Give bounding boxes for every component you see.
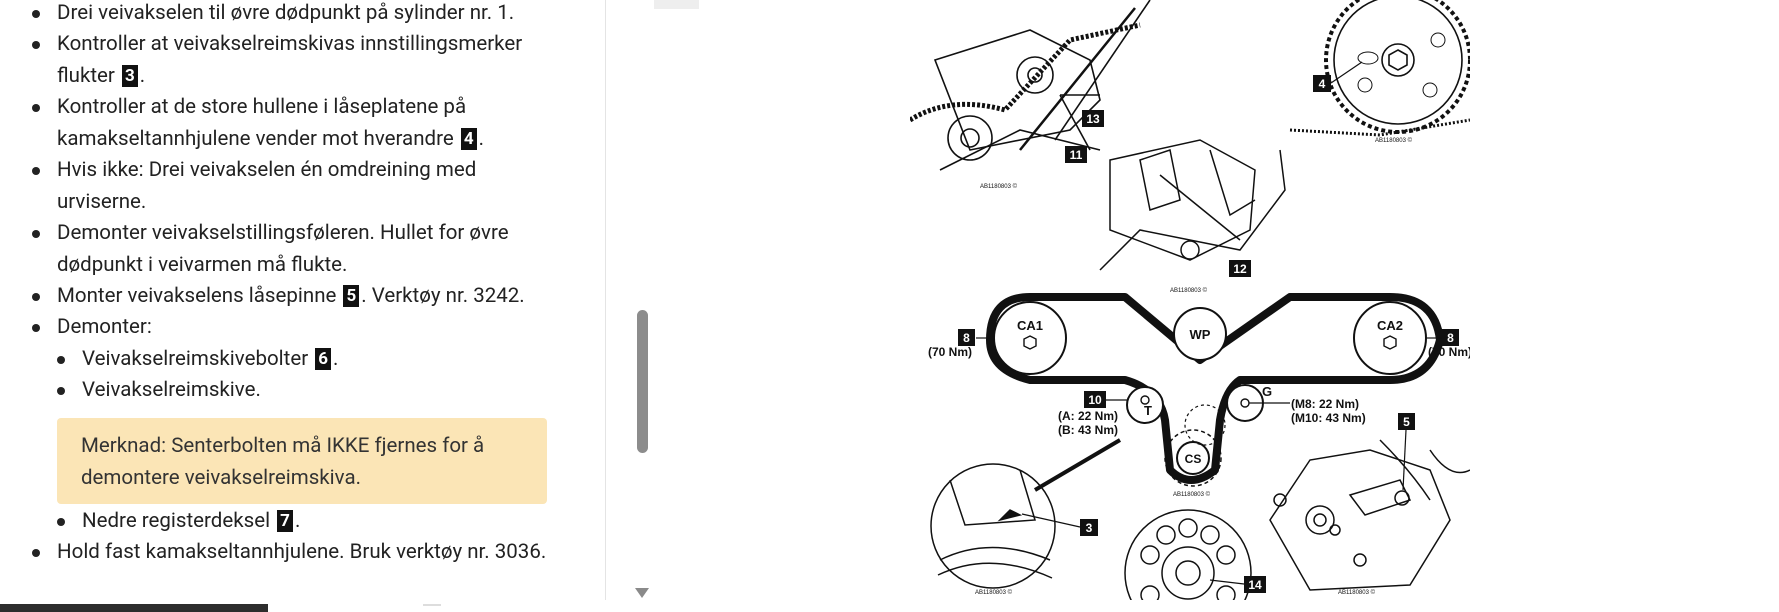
step-text: Hvis ikke: Drei veivakselen én omdreinin… (57, 158, 477, 214)
callout-3 (1080, 519, 1098, 536)
callout-8-right (1442, 329, 1459, 346)
callout-badge: 5 (343, 285, 360, 307)
callout-3-label: 3 (1086, 521, 1093, 535)
step-item: Monter veivakselens låsepinne 5. Verktøy… (32, 281, 547, 313)
torque-ca2: (70 Nm) (1428, 345, 1470, 359)
callout-badge: 4 (460, 127, 477, 150)
step-item: Hvis ikke: Drei veivakselen én omdreinin… (32, 155, 547, 218)
reference-code: AB1180803 © (980, 183, 1018, 190)
reference-code: AB1180803 © (975, 589, 1013, 596)
substep-item: Nedre registerdeksel 7. (57, 506, 542, 538)
callout-badge: 3 (121, 64, 138, 87)
callout-8-label: 8 (1447, 331, 1454, 345)
torque-t-a: (A: 22 Nm) (1058, 409, 1118, 423)
substep-text: Veivakselreimskive. (82, 378, 261, 402)
step-text: Kontroller at veivakselreimskivas innsti… (57, 32, 523, 88)
note-box: Merknad: Senterbolten må IKKE fjernes fo… (57, 418, 547, 504)
t-label: T (1144, 403, 1152, 418)
substep-item: Veivakselreimskivebolter 6. (57, 344, 542, 376)
callout-8-label: 8 (963, 331, 970, 345)
callout-4 (1313, 75, 1331, 92)
callout-13-label: 13 (1086, 112, 1100, 126)
callout-11-label: 11 (1070, 148, 1083, 162)
note-text: Merknad: Senterbolten må IKKE fjernes fo… (81, 434, 485, 490)
step-item: Demonter: (32, 312, 547, 344)
callout-5-label: 5 (1403, 415, 1410, 429)
timing-belt-diagram: 13 11 AB1180803 © 12 AB1180803 © 4 AB118… (910, 0, 1470, 600)
g-label: G (1262, 384, 1272, 399)
step-suffix: . (139, 63, 146, 88)
callout-12-label: 12 (1233, 262, 1247, 276)
torque-t-b: (B: 43 Nm) (1058, 423, 1118, 437)
camshaft-sprocket-detail (1289, 0, 1470, 137)
step-item: Drei veivakselen til øvre dødpunkt på sy… (32, 0, 547, 30)
wp-label: WP (1190, 327, 1211, 342)
locking-pin-detail (1269, 439, 1470, 591)
callout-badge: 6 (315, 348, 332, 370)
tensioner-detail (910, 0, 1151, 171)
scroll-down-icon[interactable] (635, 588, 649, 598)
bottom-toolbar[interactable] (0, 604, 268, 612)
callout-8-left (958, 329, 975, 346)
ca2-label: CA2 (1377, 318, 1403, 333)
step-suffix: . (478, 126, 484, 151)
torque-ca1: (70 Nm) (928, 345, 972, 359)
step-text: Kontroller at de store hullene i låsepla… (57, 95, 467, 151)
step-item: Hold fast kamakseltannhjulene. Bruk verk… (32, 537, 547, 569)
substep-text: Nedre registerdeksel (82, 509, 271, 533)
callout-12 (1229, 260, 1251, 277)
callout-11 (1065, 146, 1087, 163)
step-item: Kontroller at de store hullene i låsepla… (32, 92, 547, 155)
callout-4-label: 4 (1319, 77, 1326, 91)
step-text: Hold fast kamakseltannhjulene. Bruk verk… (57, 540, 547, 564)
pulley-mark-detail (930, 438, 1122, 589)
callout-10 (1084, 391, 1106, 408)
substep-suffix: . (333, 347, 339, 371)
reference-code: AB1180803 © (1375, 137, 1413, 144)
callout-10-label: 10 (1088, 393, 1102, 407)
callout-14 (1244, 576, 1266, 593)
substep-text: Veivakselreimskivebolter (82, 347, 309, 371)
sensor-detail (1099, 139, 1286, 271)
step-text: Drei veivakselen til øvre dødpunkt på sy… (57, 1, 515, 25)
step-suffix: . Verktøy nr. 3242. (361, 284, 525, 308)
substep-suffix: . (294, 509, 301, 533)
step-text: Monter veivakselens låsepinne (57, 284, 337, 308)
torque-g-m8: (M8: 22 Nm) (1291, 397, 1359, 411)
step-item: Demonter veivakselstillingsføleren. Hull… (32, 218, 547, 281)
reference-code: AB1180803 © (1170, 287, 1208, 294)
reference-code: AB1180803 © (1173, 491, 1211, 498)
reference-code: AB1180803 © (1338, 589, 1376, 596)
pane-divider (605, 0, 606, 600)
top-tab (654, 0, 699, 9)
pulley-bolts-detail (1124, 509, 1252, 600)
bottom-divider (423, 604, 441, 606)
scrollbar-track[interactable] (632, 0, 652, 600)
callout-14-label: 14 (1248, 578, 1262, 592)
substep-item: Veivakselreimskive. (57, 375, 542, 407)
step-text: Demonter veivakselstillingsføleren. Hull… (57, 221, 509, 277)
step-item: Kontroller at veivakselreimskivas innsti… (32, 29, 547, 92)
scrollbar-thumb[interactable] (637, 310, 648, 453)
torque-g-m10: (M10: 43 Nm) (1291, 411, 1366, 425)
cs-label: CS (1185, 452, 1202, 466)
callout-5 (1398, 413, 1415, 430)
callout-badge: 7 (277, 510, 293, 532)
step-text: Demonter: (57, 315, 152, 339)
ca1-label: CA1 (1017, 318, 1043, 333)
instructions-pane: Drei veivakselen til øvre dødpunkt på sy… (0, 0, 605, 612)
belt-layout (976, 293, 1444, 487)
callout-13 (1082, 110, 1104, 127)
